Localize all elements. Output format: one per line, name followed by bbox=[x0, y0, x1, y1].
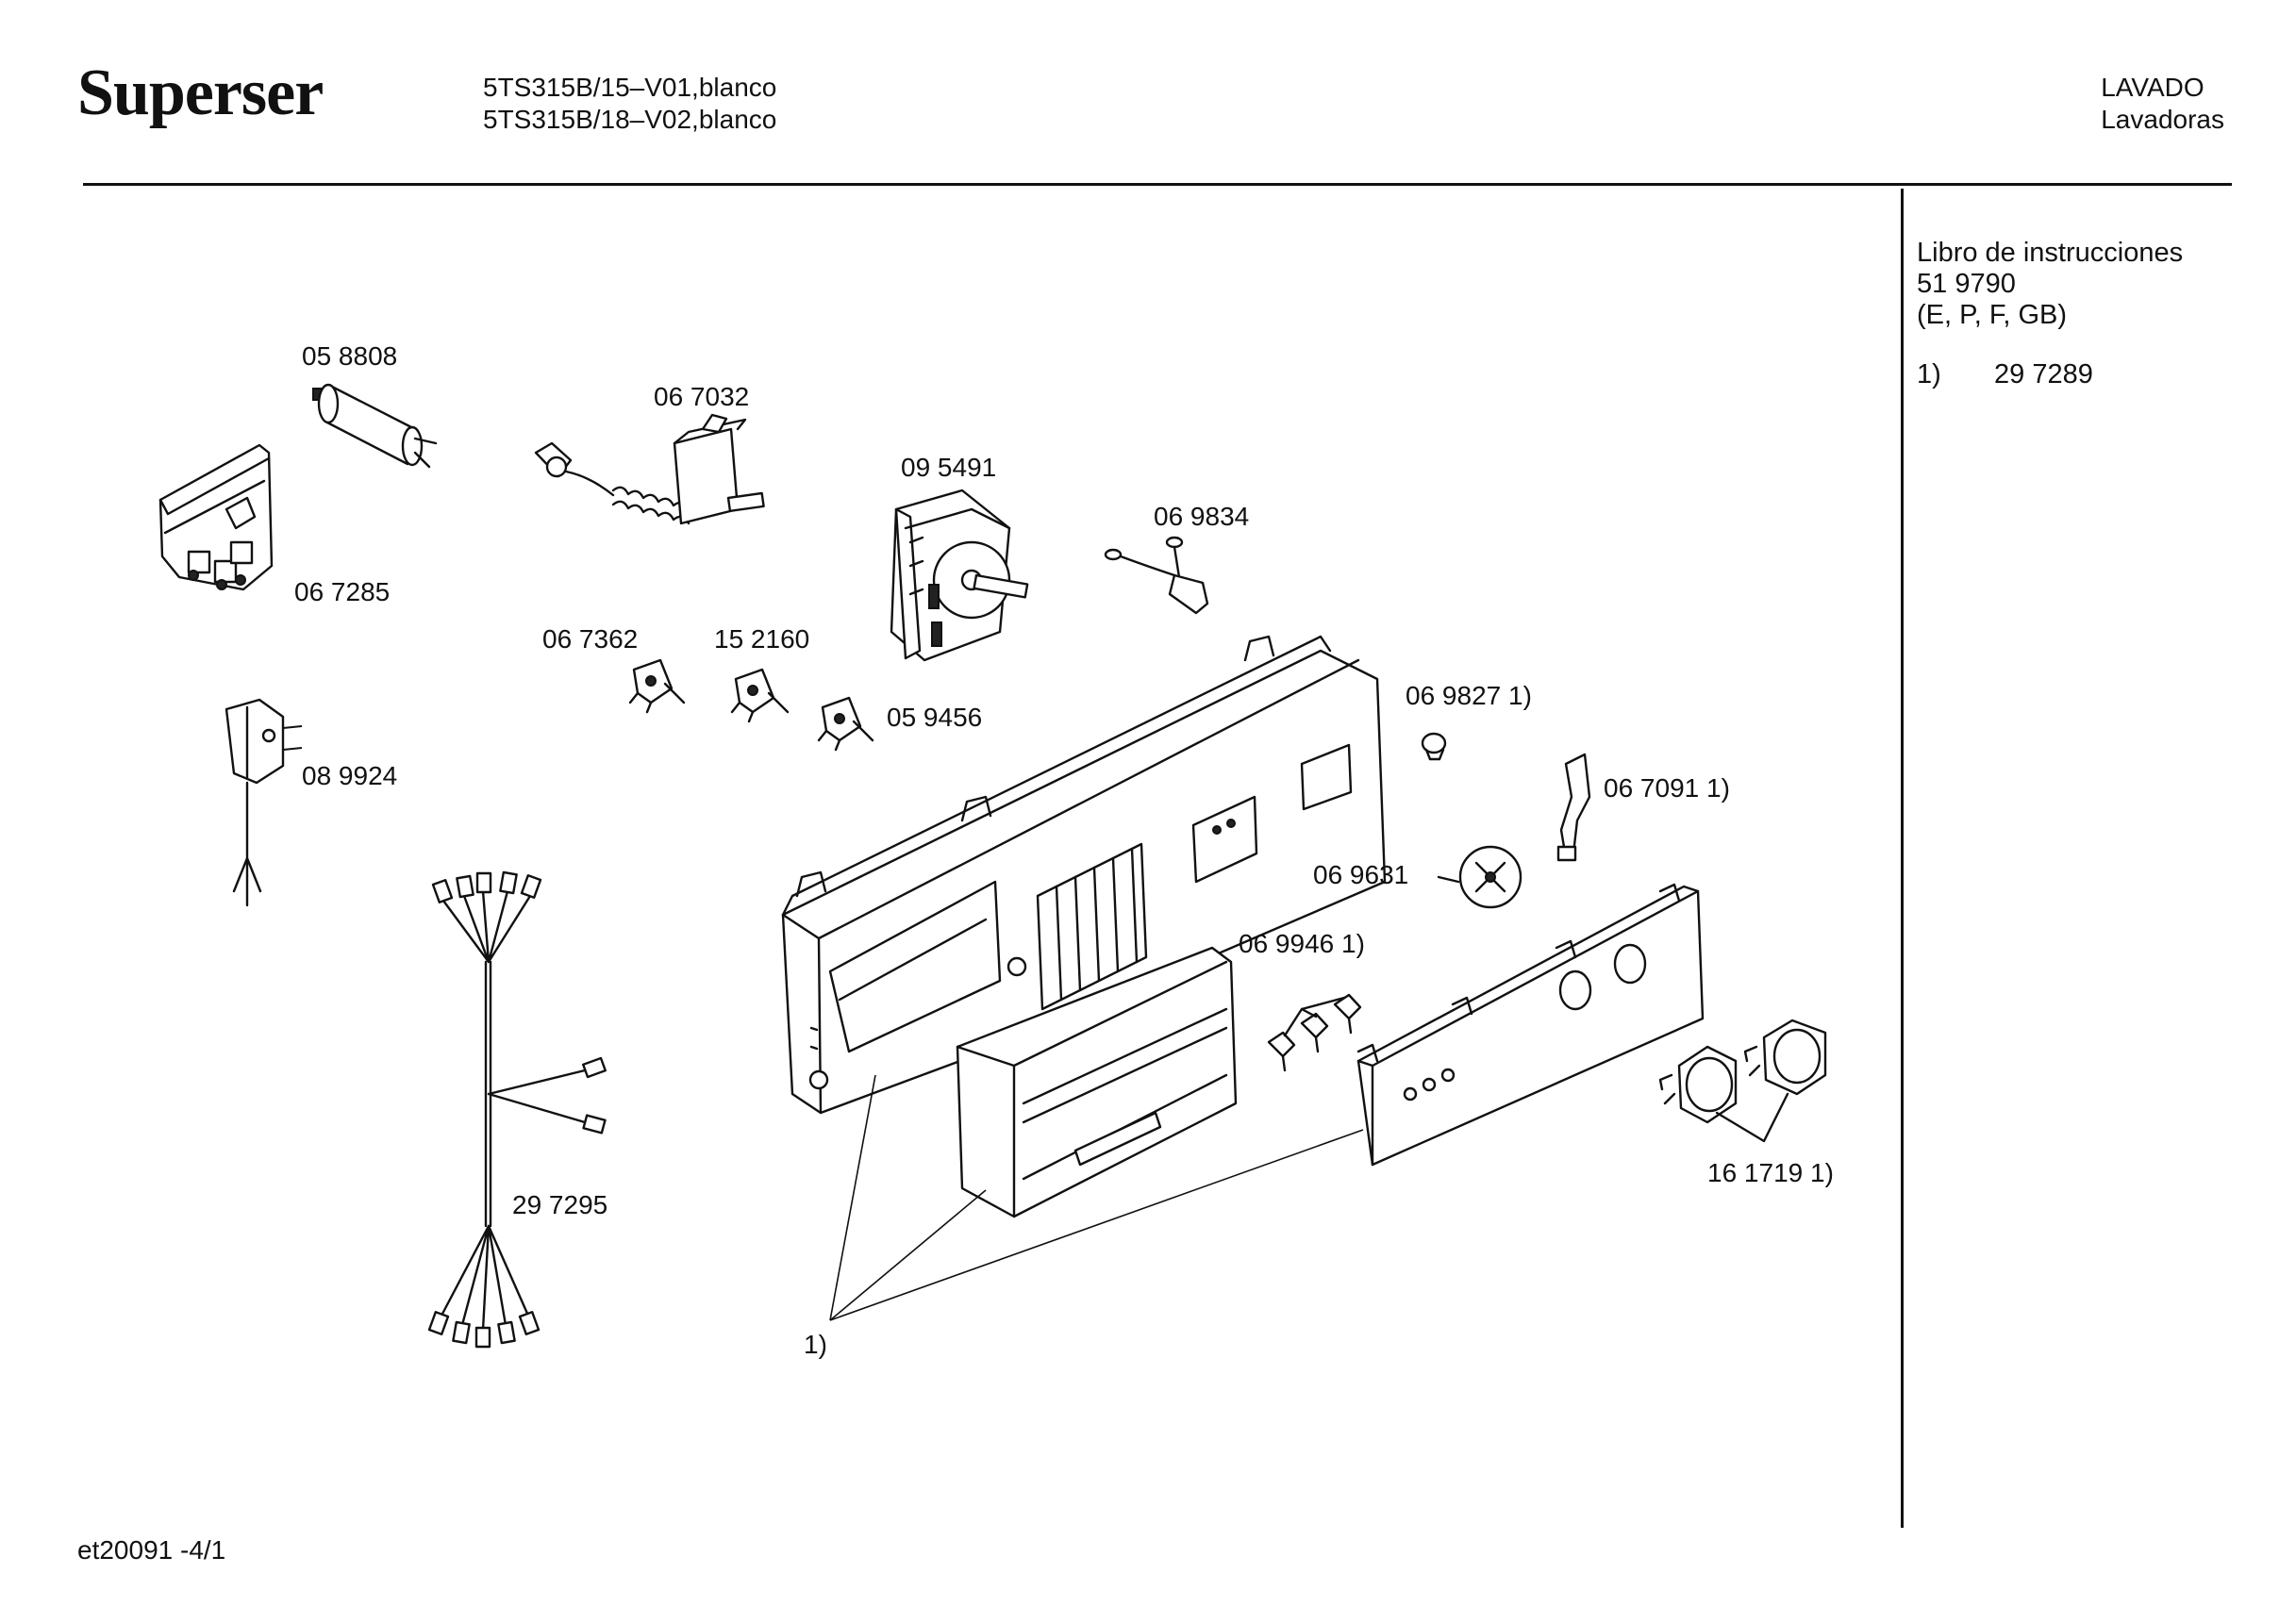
section-subtitle: Lavadoras bbox=[2101, 105, 2224, 134]
drawer-front-drawing bbox=[956, 946, 1238, 1218]
section-heading: LAVADO Lavadoras bbox=[2101, 72, 2224, 136]
model-line-2: 5TS315B/18–V02,blanco bbox=[483, 105, 777, 134]
control-panel-housing-drawing bbox=[781, 635, 1387, 1115]
power-plug-drawing bbox=[225, 698, 303, 907]
header-divider bbox=[83, 183, 2232, 186]
model-line-1: 5TS315B/15–V01,blanco bbox=[483, 73, 777, 102]
part-label: 06 9946 1) bbox=[1239, 929, 1365, 958]
part-label: 06 9631 bbox=[1313, 860, 1409, 889]
sidebar-info: Libro de instrucciones 51 9790 (E, P, F,… bbox=[1917, 238, 2183, 390]
wiring-harness-drawing bbox=[427, 870, 607, 1349]
section-title: LAVADO bbox=[2101, 73, 2204, 102]
cover-strip-drawing bbox=[1356, 883, 1705, 1167]
footnote: 1) 29 7289 bbox=[1917, 359, 2183, 390]
model-list: 5TS315B/15–V01,blanco 5TS315B/18–V02,bla… bbox=[483, 72, 776, 136]
light-guide-drawing bbox=[1556, 753, 1591, 862]
switch-c-drawing bbox=[817, 696, 874, 752]
part-label: 05 9456 bbox=[887, 703, 983, 732]
part-label: 06 7285 bbox=[294, 577, 391, 606]
push-buttons-drawing bbox=[1267, 993, 1362, 1072]
timer-part-drawing bbox=[890, 489, 1029, 662]
switch-b-drawing bbox=[730, 668, 790, 723]
switch-a-drawing bbox=[628, 658, 686, 714]
part-label: 06 9834 bbox=[1154, 502, 1250, 531]
part-label: 09 5491 bbox=[901, 453, 997, 482]
leader-lines bbox=[829, 1074, 1364, 1321]
thermostat-part-drawing bbox=[534, 413, 765, 525]
control-knobs-drawing bbox=[1658, 1019, 1827, 1143]
part-label: 08 9924 bbox=[302, 761, 398, 790]
part-label: 06 7362 bbox=[542, 624, 639, 654]
capacitor-part-drawing bbox=[312, 383, 438, 469]
manual-title: Libro de instrucciones bbox=[1917, 238, 2184, 268]
brand-logo: Superser bbox=[77, 57, 324, 129]
sidebar-divider bbox=[1901, 189, 1904, 1528]
footnote-value: 29 7289 bbox=[1994, 359, 2093, 389]
manual-number: 51 9790 bbox=[1917, 269, 2016, 299]
part-label: 06 7032 bbox=[654, 382, 750, 411]
bracket-part-drawing bbox=[158, 443, 274, 591]
part-label: 15 2160 bbox=[714, 624, 810, 654]
part-label: 06 9827 1) bbox=[1406, 681, 1532, 710]
part-label: 29 7295 bbox=[512, 1190, 608, 1219]
document-code: et20091 -4/1 bbox=[77, 1535, 226, 1565]
reference-label: 1) bbox=[804, 1330, 827, 1359]
small-cap-drawing bbox=[1421, 732, 1447, 761]
footnote-ref: 1) bbox=[1917, 359, 1941, 389]
manual-languages: (E, P, F, GB) bbox=[1917, 300, 2068, 330]
part-label: 05 8808 bbox=[302, 341, 398, 371]
knob-insert-drawing bbox=[1437, 845, 1522, 909]
sensor-part-drawing bbox=[1104, 536, 1209, 615]
part-label: 16 1719 1) bbox=[1707, 1158, 1834, 1187]
part-label: 06 7091 1) bbox=[1604, 773, 1730, 803]
